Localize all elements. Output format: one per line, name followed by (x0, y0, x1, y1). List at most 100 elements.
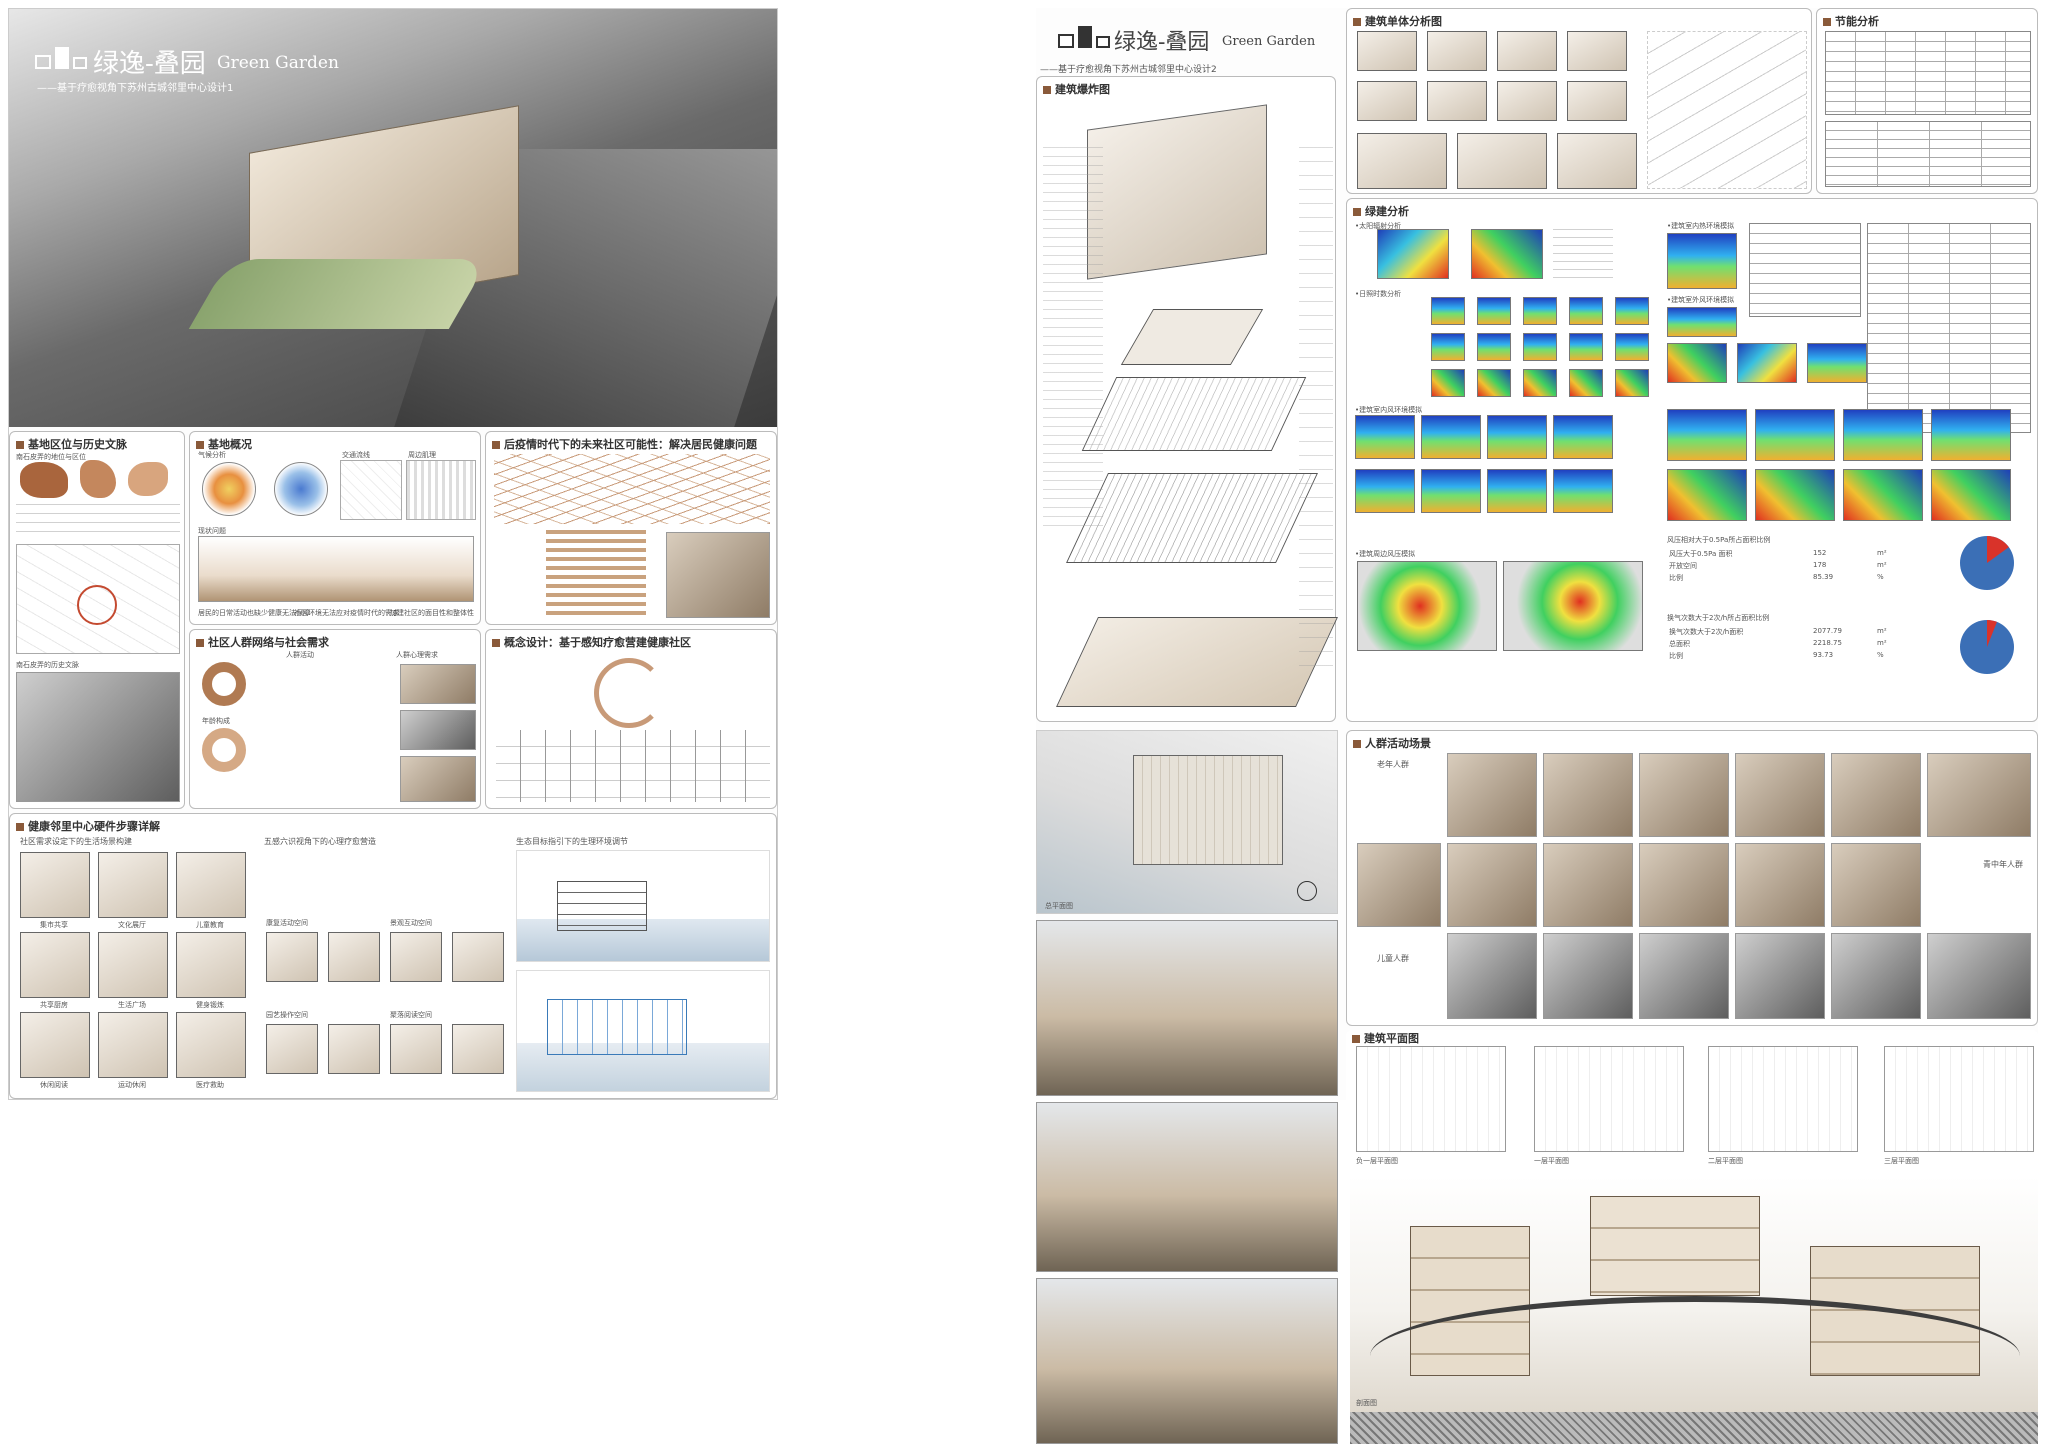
scene-photo (1639, 753, 1729, 837)
daylight-cube (1431, 369, 1465, 397)
sheet2-title-cn: 绿逸-叠园 (1114, 30, 1210, 55)
daylight-cube (1615, 333, 1649, 361)
single-step (1357, 81, 1417, 121)
traffic-caption: 交通流线 (342, 451, 370, 459)
side-map (1755, 469, 1835, 521)
postepidemic-illustration (666, 532, 770, 618)
stat-unit: m² (1877, 639, 1887, 647)
problems-caption: 现状问题 (198, 527, 226, 535)
hardware-sub-2: 五感六识视角下的心理疗愈营造 (264, 837, 376, 846)
plan-label: 三层平面图 (1884, 1157, 1919, 1165)
wind-caption: •建筑室内风环境模拟 (1355, 406, 1423, 414)
concept-arc (594, 658, 664, 728)
wind-stats-title: 风压相对大于0.5Pa所占面积比例 (1667, 536, 1771, 544)
sunlight-heatmap-1 (1377, 229, 1449, 279)
hero-logo (35, 47, 87, 69)
scene-photo (1543, 933, 1633, 1019)
site-location-caption: 南石皮弄的地位与区位 (16, 453, 86, 461)
space-box (390, 1024, 442, 1074)
stat-unit: m² (1877, 627, 1887, 635)
pie-slice-air (1987, 620, 1997, 647)
hero-render: 绿逸-叠园 Green Garden ——基于疗愈视角下苏州古城邻里中心设计1 (9, 9, 777, 427)
eco-section-1 (516, 850, 770, 962)
plan-drawing (1708, 1046, 1858, 1152)
stat-label: 换气次数大于2次/h面积 (1669, 628, 1744, 636)
stat-value: 178 (1813, 561, 1827, 569)
sheet2-logo (1058, 26, 1110, 48)
scene-label: 生活广场 (118, 1001, 146, 1009)
sheet-left: 绿逸-叠园 Green Garden ——基于疗愈视角下苏州古城邻里中心设计1 … (8, 8, 778, 1100)
daylight-cube (1431, 297, 1465, 325)
stat-value: 2218.75 (1813, 639, 1842, 647)
panel-crowd: 人群活动场景 老年人群 青中年人群 儿童人群 (1346, 730, 2038, 1026)
pie-chart-air (1960, 620, 2014, 674)
section-caption: 剖面图 (1356, 1399, 1377, 1407)
space-box (452, 1024, 504, 1074)
side-map (1843, 409, 1923, 461)
panel-network-title: 社区人群网络与社会需求 (196, 634, 329, 650)
network-photo-3 (400, 756, 476, 802)
province-map-icon (80, 460, 116, 498)
panel-explode-title: 建筑爆炸图 (1043, 81, 1110, 97)
wind-out-map (1667, 307, 1737, 337)
crowd-youth-label: 青中年人群 (1983, 860, 2023, 869)
crowd-activity-caption: 人群活动 (286, 651, 314, 659)
scene-photo (1543, 753, 1633, 837)
donut-chart-1 (202, 662, 246, 706)
space-label: 康复活动空间 (266, 919, 308, 927)
space-box (390, 932, 442, 982)
panel-overview-title: 基地概况 (196, 436, 252, 452)
scene-label: 集市共享 (40, 921, 68, 929)
stat-value: 2077.79 (1813, 627, 1842, 635)
wind-map (1421, 469, 1481, 513)
space-box (328, 1024, 380, 1074)
daylight-cube (1569, 297, 1603, 325)
panel-explode: 建筑爆炸图 (1036, 76, 1338, 722)
wind-out-map (1807, 343, 1867, 383)
panel-network: 社区人群网络与社会需求 人群活动 人群心理需求 年龄构成 (189, 629, 481, 809)
scene-photo (1357, 843, 1441, 927)
section-ground (1350, 1412, 2038, 1444)
thermal-table (1749, 223, 1861, 317)
problem-bar-1: 居民的日常活动也缺少健康无法保障 (198, 609, 310, 617)
concept-flowchart (496, 730, 770, 802)
sheet2-subtitle: ——基于疗愈视角下苏州古城邻里中心设计2 (1040, 65, 1217, 75)
side-map (1931, 409, 2011, 461)
scene-photo (1831, 753, 1921, 837)
single-step (1567, 31, 1627, 71)
scene-photo (1927, 933, 2031, 1019)
side-map (1755, 409, 1835, 461)
outdoor-wind-render-2 (1503, 561, 1643, 651)
surroundings-map (406, 460, 476, 520)
site-text (16, 504, 180, 540)
wind-map (1487, 415, 1547, 459)
space-label: 景观互动空间 (390, 919, 432, 927)
stat-unit: % (1877, 651, 1884, 659)
side-map (1843, 469, 1923, 521)
scene-photo (1831, 843, 1921, 927)
stat-label: 风压大于0.5Pa 面积 (1669, 550, 1733, 558)
crowd-age-caption: 年龄构成 (202, 717, 230, 725)
space-label: 园艺操作空间 (266, 1011, 308, 1019)
energy-table-1 (1825, 31, 2031, 115)
hero-green-slope (188, 259, 490, 329)
scene-label: 健身锻炼 (196, 1001, 224, 1009)
sunlight-heatmap-2 (1471, 229, 1543, 279)
scene-box (20, 852, 90, 918)
wind-map (1553, 469, 1613, 513)
hero-title-en: Green Garden (217, 53, 339, 73)
scene-photo (1639, 843, 1729, 927)
stat-label: 总面积 (1669, 640, 1690, 648)
problem-bar-2: 社区环境无法应对疫情时代的需求 (294, 609, 399, 617)
hero-subtitle: ——基于疗愈视角下苏州古城邻里中心设计1 (37, 83, 234, 94)
china-map-icon (20, 462, 68, 498)
explode-slab (1120, 309, 1264, 365)
surroundings-caption: 周边肌理 (408, 451, 436, 459)
render-view-2 (1036, 1102, 1338, 1272)
scene-label: 运动休闲 (118, 1081, 146, 1089)
daylight-cube (1477, 333, 1511, 361)
scene-photo (1735, 933, 1825, 1019)
side-map (1667, 469, 1747, 521)
wind-out-map (1667, 343, 1727, 383)
single-step (1357, 133, 1447, 189)
